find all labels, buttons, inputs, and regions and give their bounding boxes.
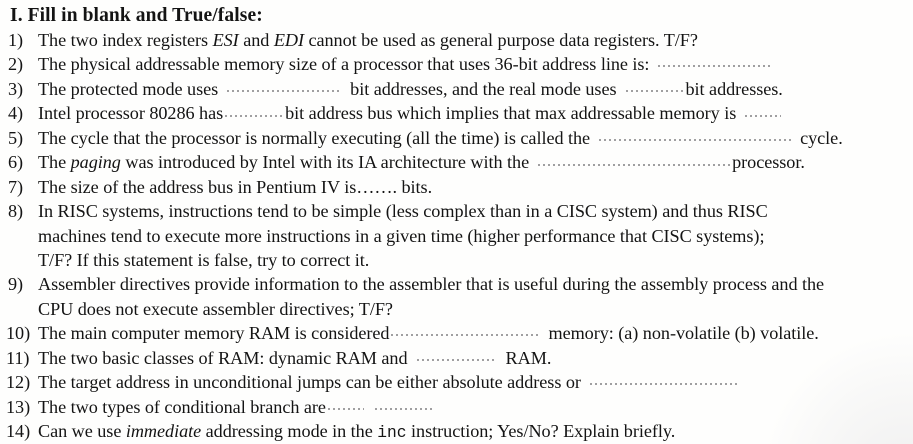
question-text: The paging was introduced by Intel with …: [38, 150, 913, 175]
q10-text-a: The main computer memory RAM is consider…: [38, 323, 390, 344]
q4-text-a: Intel processor 80286 has: [38, 103, 224, 124]
question-item-10: 10) The main computer memory RAM is cons…: [0, 321, 913, 346]
q10-text-b: memory: (a) non-volatile (b) volatile.: [548, 323, 819, 344]
question-number: 8): [8, 201, 24, 222]
q3-text-a: The protected mode uses: [38, 79, 219, 100]
question-number: 12): [6, 372, 31, 393]
question-number: 11): [6, 347, 30, 368]
question-text: Intel processor 80286 has bit address bus…: [38, 101, 913, 126]
question-item-2: 2) The physical addressable memory size …: [0, 52, 913, 77]
question-item-7: 7) The size of the address bus in Pentiu…: [0, 175, 913, 199]
question-number: 9): [8, 274, 24, 295]
blank-fill-line[interactable]: [225, 77, 343, 95]
question-number: 7): [8, 177, 24, 197]
question-item-11: 11) The two basic classes of RAM: dynami…: [0, 346, 913, 371]
question-text: The two types of conditional branch are: [38, 395, 913, 420]
question-text-line-1: Assembler directives provide information…: [38, 274, 825, 295]
question-text: The physical addressable memory size of …: [38, 52, 913, 77]
question-text: Can we use immediate addressing mode in …: [38, 419, 913, 444]
question-number: 3): [8, 78, 24, 99]
blank-fill-line[interactable]: [597, 126, 793, 144]
q14-text-c: instruction; Yes/No? Explain briefly.: [406, 421, 676, 442]
question-number: 10): [6, 323, 31, 344]
q13-text-a: The two types of conditional branch are: [38, 396, 326, 417]
question-text-line-1: In RISC systems, instructions tend to be…: [38, 201, 768, 222]
q14-text-a: Can we use: [38, 421, 126, 442]
question-item-4: 4) Intel processor 80286 has bit address …: [0, 101, 913, 126]
question-item-8: 8) In RISC systems, instructions tend to…: [0, 199, 913, 272]
question-item-9: 9) Assembler directives provide informat…: [0, 272, 913, 321]
question-text: The size of the address bus in Pentium I…: [38, 177, 433, 197]
question-number: 13): [6, 396, 31, 417]
blank-fill-line[interactable]: [656, 52, 774, 70]
q2-text-a: The physical addressable memory size of …: [38, 54, 650, 75]
q1-text-a: The two index registers: [38, 30, 213, 50]
question-text-line-3: T/F? If this statement is false, try to …: [38, 250, 370, 271]
question-number: 6): [8, 152, 24, 173]
question-item-14: 14) Can we use immediate addressing mode…: [0, 419, 913, 444]
blank-fill-line[interactable]: [389, 321, 541, 339]
question-text-line-2: machines tend to execute more instructio…: [38, 225, 765, 246]
q3-text-b: bit addresses, and the real mode uses: [350, 79, 617, 100]
blank-fill-line[interactable]: [415, 346, 499, 364]
q6-text-c: processor.: [732, 152, 805, 173]
blank-fill-line[interactable]: [223, 101, 285, 119]
emphasis-immediate: immediate: [125, 421, 202, 442]
question-item-6: 6) The paging was introduced by Intel wi…: [0, 150, 913, 175]
question-number: 5): [8, 127, 24, 148]
blank-fill-line[interactable]: [588, 370, 740, 388]
q12-text-a: The target address in unconditional jump…: [38, 372, 581, 393]
code-inc: inc: [377, 423, 407, 443]
question-number: 1): [8, 30, 24, 50]
question-text: The protected mode uses bit addresses, an…: [38, 77, 913, 102]
question-text-line-2: CPU does not execute assembler directive…: [38, 298, 393, 319]
question-text: The cycle that the processor is normally…: [38, 126, 913, 151]
q3-text-c: bit addresses.: [685, 79, 783, 100]
q5-text-b: cycle.: [800, 128, 843, 149]
q14-text-b: addressing mode in the: [201, 421, 378, 442]
question-text: The target address in unconditional jump…: [38, 370, 913, 395]
page-title: I. Fill in blank and True/false:: [10, 5, 263, 26]
blank-fill-line[interactable]: [624, 77, 686, 95]
question-item-13: 13) The two types of conditional branch …: [0, 395, 913, 420]
question-item-5: 5) The cycle that the processor is norma…: [0, 126, 913, 151]
question-list: 1) The two index registers ESI and EDI c…: [0, 28, 913, 444]
question-text: The two basic classes of RAM: dynamic RA…: [38, 346, 913, 371]
blank-fill-line[interactable]: [536, 150, 732, 168]
emphasis-esi: ESI: [212, 30, 239, 50]
q11-text-b: RAM.: [505, 347, 552, 368]
question-text: The main computer memory RAM is consider…: [38, 321, 913, 346]
q11-text-a: The two basic classes of RAM: dynamic RA…: [38, 347, 408, 368]
question-number: 14): [6, 421, 31, 442]
question-item-12: 12) The target address in unconditional …: [0, 370, 913, 395]
question-text: The two index registers ESI and EDI cann…: [38, 28, 913, 52]
emphasis-edi: EDI: [273, 30, 304, 50]
q6-text-a: The: [38, 152, 71, 173]
blank-fill-line[interactable]: [373, 395, 435, 413]
question-item-1: 1) The two index registers ESI and EDI c…: [0, 28, 913, 52]
q6-text-b: was introduced by Intel with its IA arch…: [120, 152, 530, 173]
q5-text-a: The cycle that the processor is normally…: [38, 128, 591, 149]
question-number: 4): [8, 103, 24, 124]
emphasis-paging: paging: [70, 152, 121, 173]
blank-fill-line[interactable]: [743, 101, 783, 119]
question-number: 2): [8, 54, 24, 75]
question-item-3: 3) The protected mode uses bit addresses,…: [0, 77, 913, 102]
q4-text-b: bit address bus which implies that max a…: [285, 103, 737, 124]
q1-text-b: cannot be used as general purpose data r…: [303, 30, 698, 50]
blank-fill-line[interactable]: [326, 395, 366, 413]
q1-conjunction: and: [238, 30, 274, 50]
